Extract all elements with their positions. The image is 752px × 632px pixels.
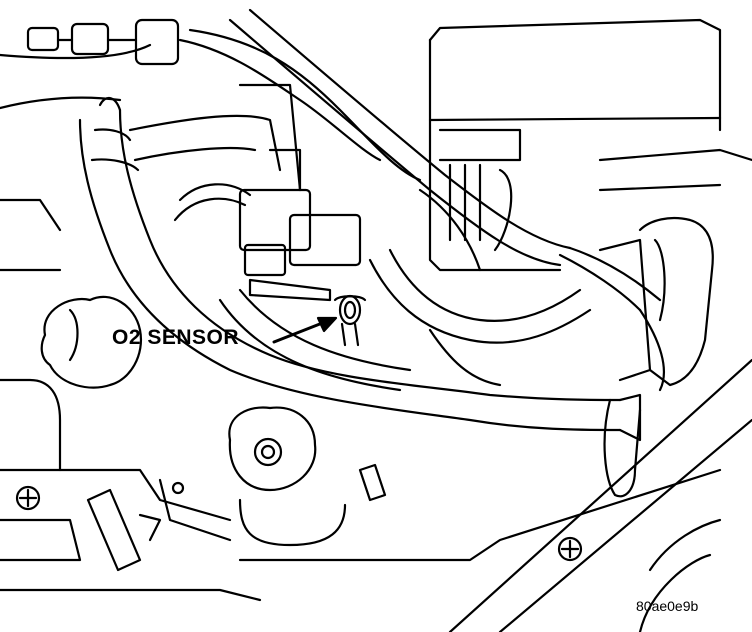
callout-arrow [272, 316, 338, 344]
chassis-outline [0, 96, 752, 632]
top-connectors [0, 18, 422, 182]
o2-sensor-callout-label: O2 SENSOR [112, 326, 240, 349]
connector-block [173, 83, 362, 302]
pipe-loops [128, 114, 592, 392]
bolts [15, 481, 583, 562]
o2-sensor [333, 294, 367, 347]
lower-bracket [86, 463, 387, 572]
filler-cap [40, 295, 143, 389]
air-box [428, 18, 752, 272]
figure-code: 80ae0e9b [636, 598, 699, 614]
right-boot [598, 216, 714, 498]
reservoir-cap [228, 406, 347, 547]
